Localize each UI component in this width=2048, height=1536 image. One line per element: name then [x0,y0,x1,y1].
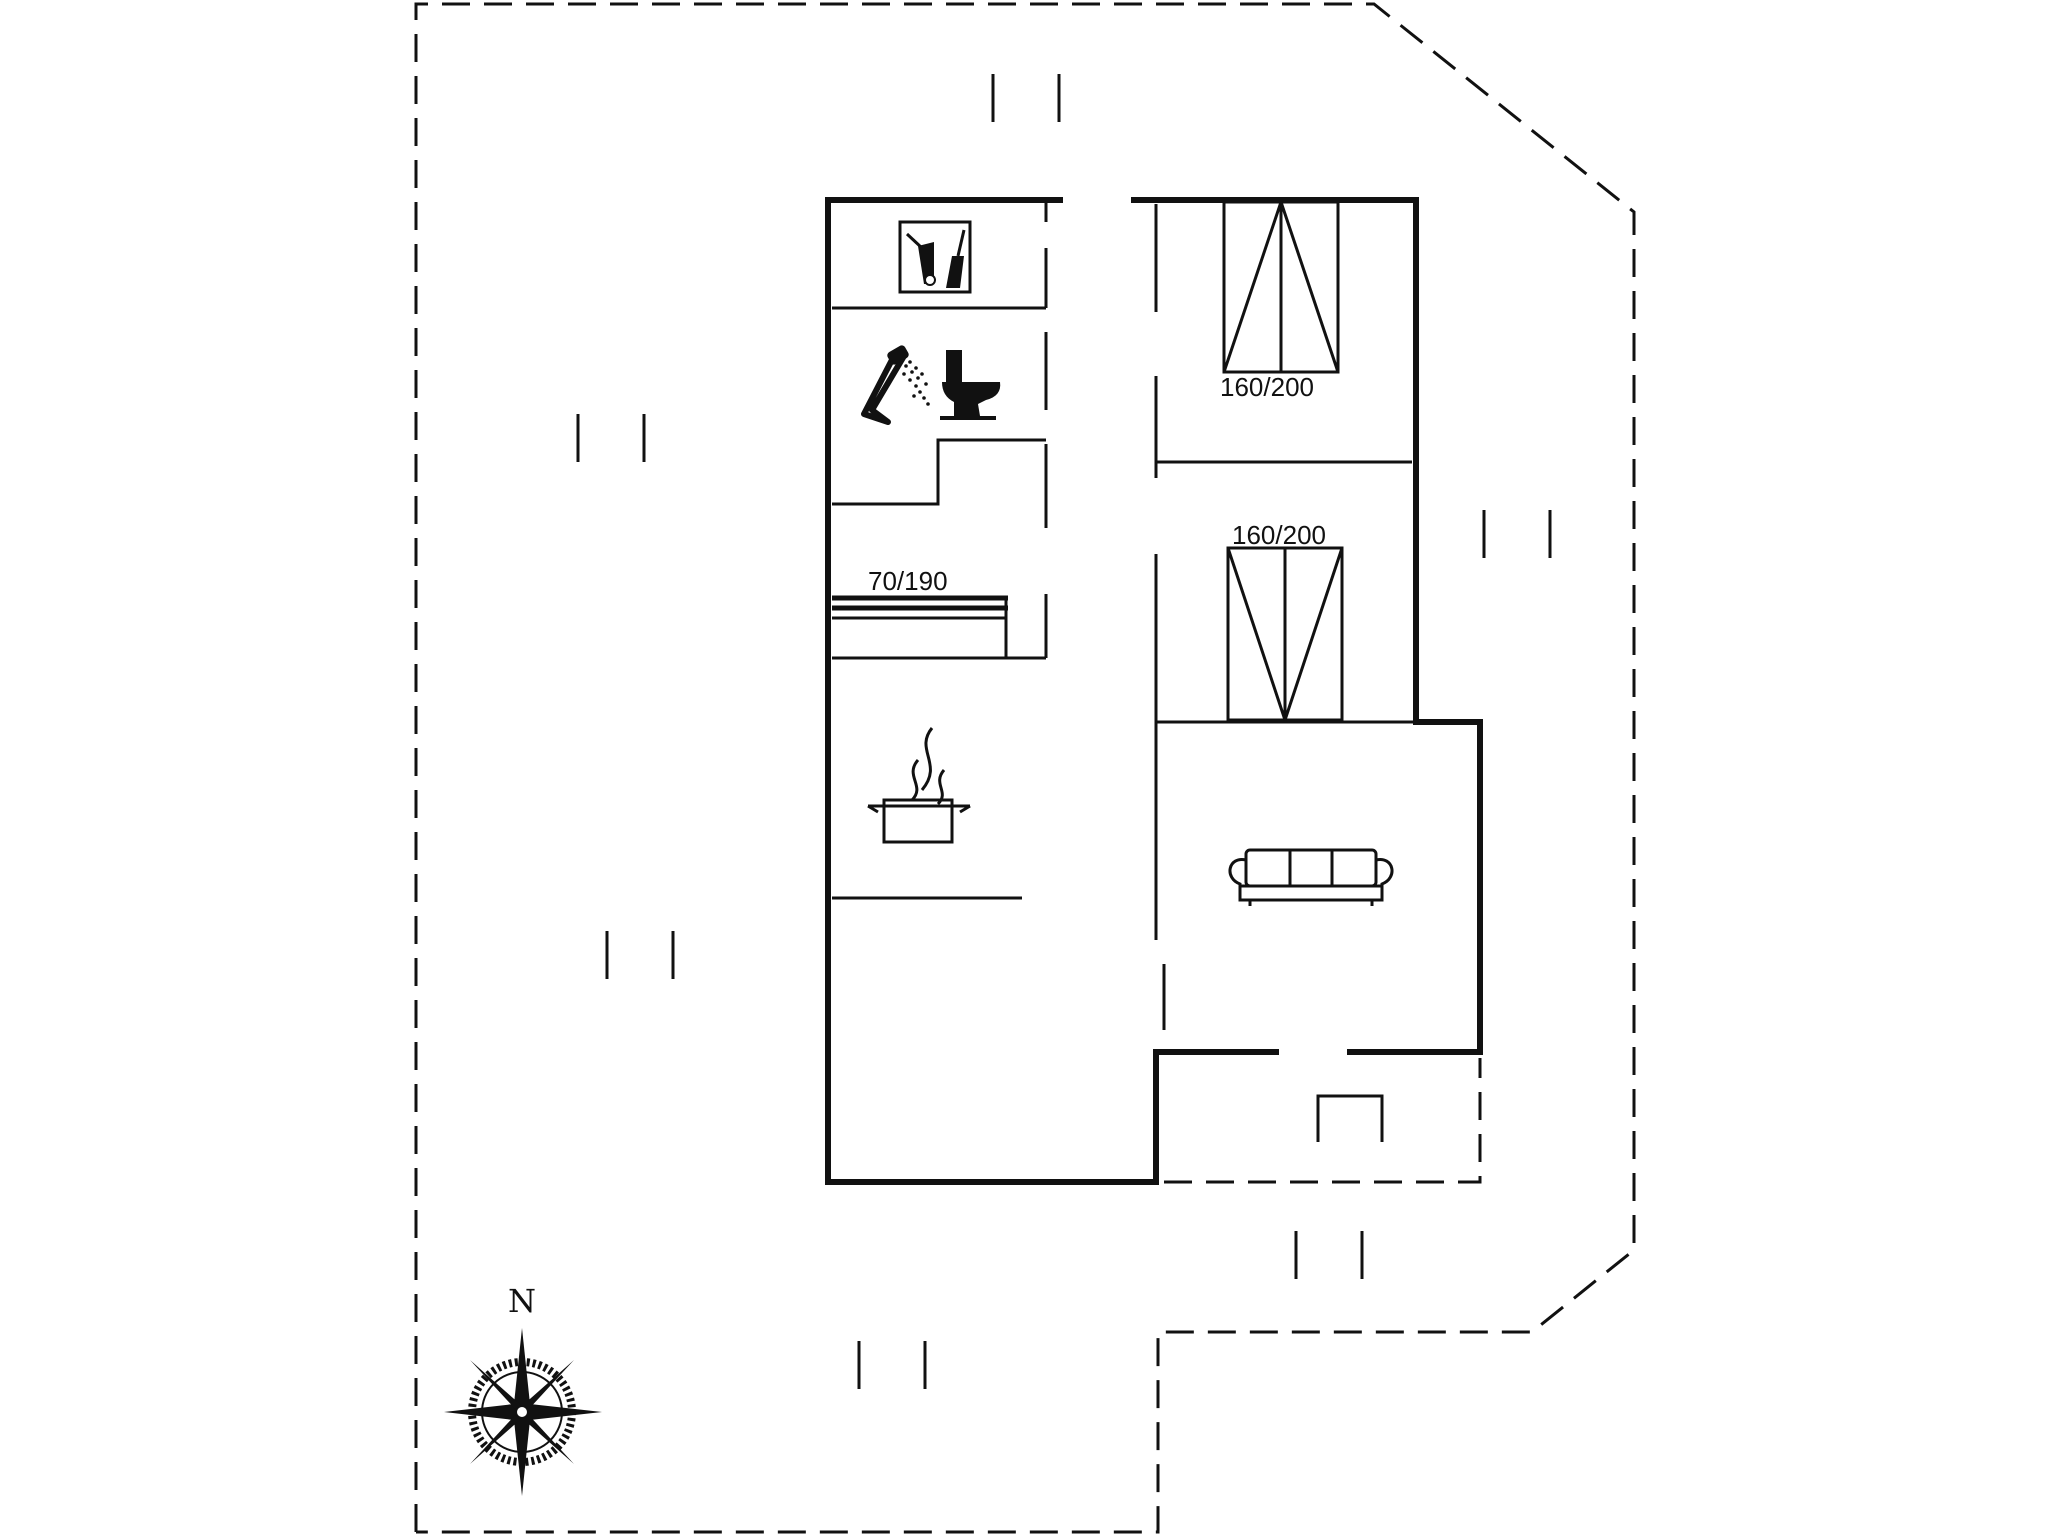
terrace-markers [576,74,1552,1389]
cleaning-tools-icon [898,220,972,294]
bed-double-2: 160/200 [1226,520,1344,722]
toilet-icon [940,350,1001,420]
interior-walls-right [1154,204,1416,1030]
bed-3-size: 70/190 [868,566,948,596]
entrance-porch [1164,1058,1482,1184]
compass-rose-icon: N [444,1282,602,1496]
bed-2-size: 160/200 [1232,520,1326,550]
north-label: N [508,1282,536,1320]
exterior-walls [825,197,1483,1185]
cooking-pot-icon [867,727,971,844]
bed-single: 70/190 [832,566,1008,658]
interior-walls-left [832,200,1048,900]
bed-double-1: 160/200 [1220,200,1340,402]
plot-boundary [414,2,1636,1534]
sofa-icon [1228,848,1394,906]
shower-icon [861,345,930,425]
bed-1-size: 160/200 [1220,372,1314,402]
